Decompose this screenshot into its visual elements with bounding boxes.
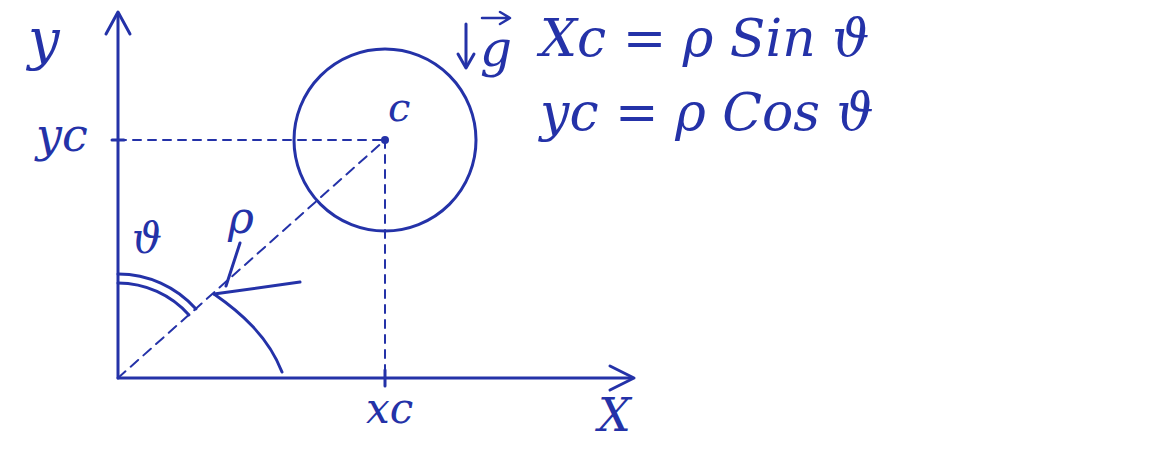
circle-outline xyxy=(292,47,478,233)
gravity-label: g xyxy=(480,24,512,74)
rho-mark xyxy=(214,282,300,294)
axis-arrowhead xyxy=(610,366,634,390)
axis-value: yc xyxy=(36,112,88,158)
equation: yc = ρ Cos ϑ xyxy=(540,86,874,138)
angle-arc xyxy=(118,283,189,315)
leader-line xyxy=(226,243,240,286)
gravity-arrowhead xyxy=(458,54,474,68)
point-label: c xyxy=(388,87,410,127)
xc-guide xyxy=(384,140,386,378)
axis-tick xyxy=(112,139,124,142)
axis-value: xc xyxy=(366,388,413,430)
circle-body: c xyxy=(292,47,478,233)
axis-label: X xyxy=(598,392,631,438)
equation: Xc = ρ Sin ϑ xyxy=(540,12,869,64)
yc-guide xyxy=(118,139,385,141)
axis-label: y xyxy=(28,12,60,68)
x-axis xyxy=(118,377,632,380)
gravity-arrow xyxy=(465,24,468,66)
y-axis xyxy=(117,14,120,378)
vector-arrow xyxy=(482,12,510,24)
axis-arrowhead xyxy=(106,12,130,34)
axis-tick xyxy=(384,370,387,386)
rho-mark xyxy=(214,294,282,372)
angle-arc xyxy=(118,274,196,309)
length-label: ρ xyxy=(228,196,254,240)
radius-line xyxy=(118,140,385,378)
angle-label: ϑ xyxy=(132,218,162,260)
